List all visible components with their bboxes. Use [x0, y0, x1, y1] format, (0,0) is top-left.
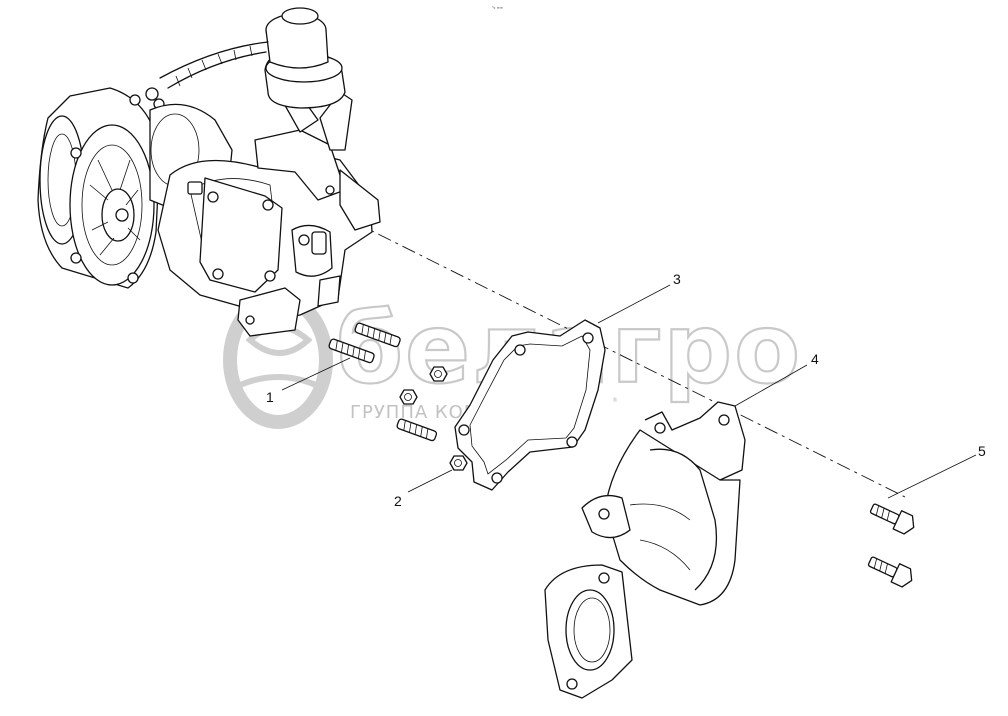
callout-5: 5 — [887, 443, 986, 499]
gasket-drawing — [454, 319, 606, 491]
callout-label-5: 5 — [978, 443, 986, 459]
callout-2: 2 — [394, 469, 453, 509]
callout-3: 3 — [597, 271, 681, 324]
exhaust-elbow-drawing — [544, 401, 746, 699]
watermark-registered-mark: ® — [612, 397, 618, 404]
callout-label-3: 3 — [673, 271, 681, 287]
nut-set — [399, 366, 468, 471]
header-mark: ⁰₀ ∞∞ — [492, 5, 503, 10]
turbocharger-drawing — [37, 7, 381, 337]
callout-4: 4 — [734, 351, 819, 407]
callout-label-2: 2 — [394, 493, 402, 509]
callout-label-4: 4 — [811, 351, 819, 367]
callout-label-1: 1 — [266, 389, 274, 405]
bolt-set — [867, 503, 915, 588]
stud-set — [328, 322, 438, 442]
callout-1: 1 — [266, 357, 351, 405]
